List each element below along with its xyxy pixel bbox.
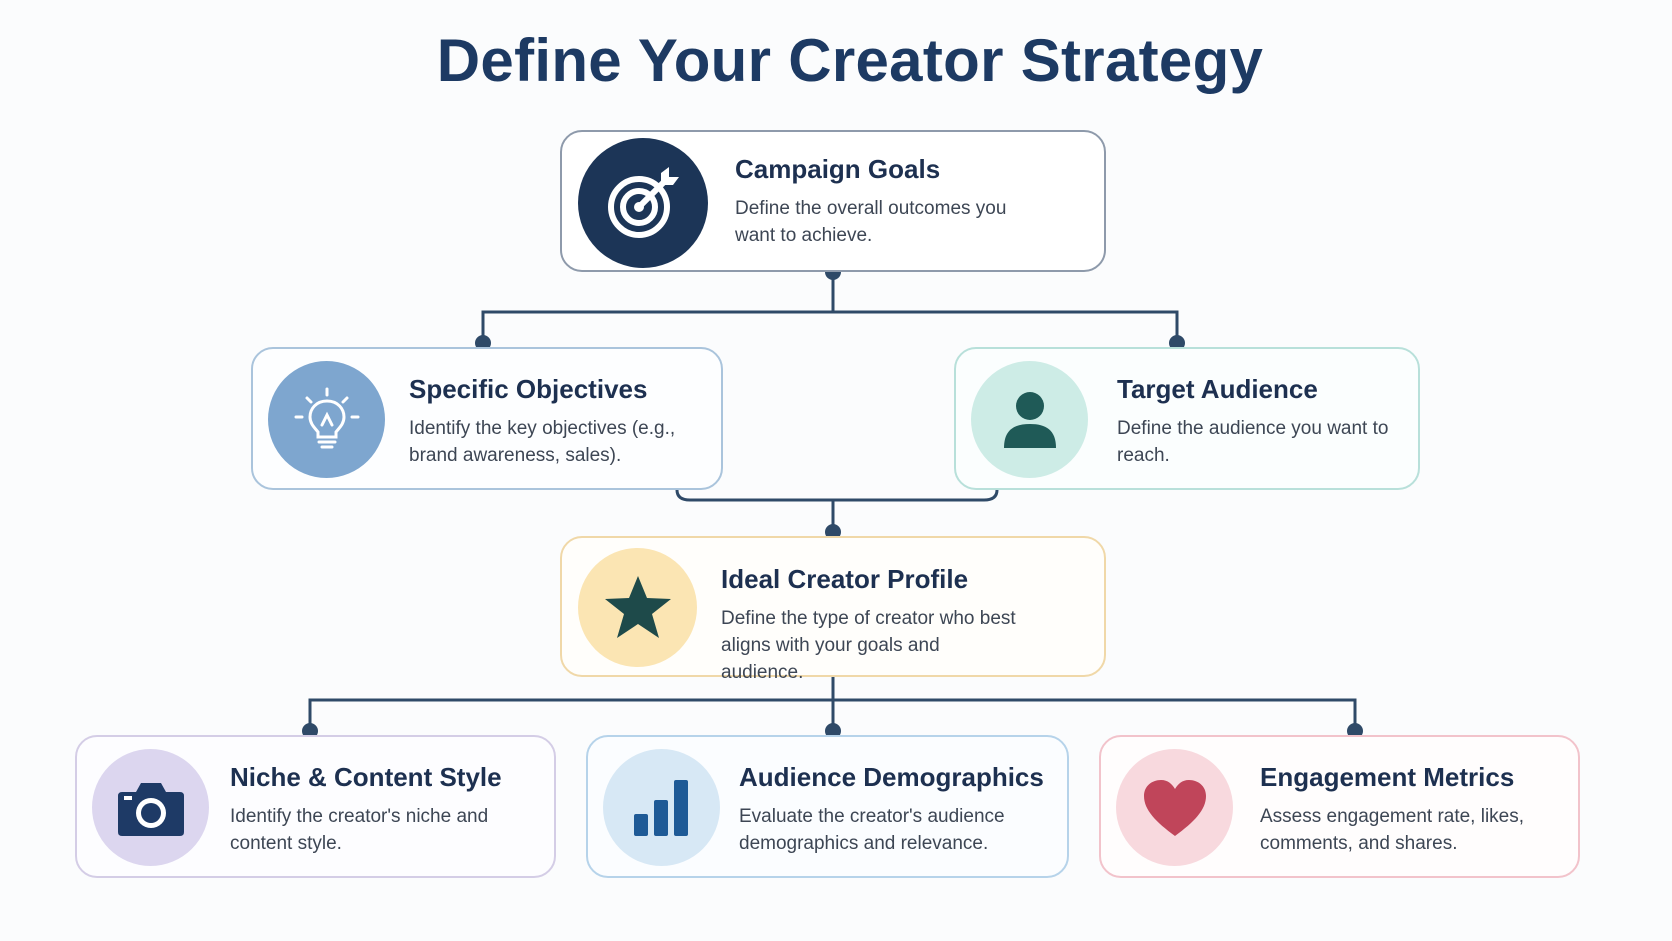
connector-merge	[675, 489, 999, 502]
card-description: Assess engagement rate, likes, comments,…	[1260, 806, 1525, 854]
card-description: Identify the creator's niche and content…	[230, 806, 489, 854]
card-title: Campaign Goals	[735, 154, 941, 184]
lightbulb-icon	[268, 361, 385, 478]
target-audience-card: Target Audience Define the audience you …	[954, 347, 1420, 490]
ideal-creator-profile-card: Ideal Creator Profile Define the type of…	[560, 536, 1106, 683]
heart-icon	[1116, 749, 1233, 866]
target-icon	[578, 138, 708, 268]
card-description: Define the overall outcomes you want to …	[735, 198, 1007, 246]
star-icon	[578, 548, 697, 667]
camera-icon	[92, 749, 209, 866]
campaign-goals-card: Campaign Goals Define the overall outcom…	[560, 130, 1106, 272]
card-description: Identify the key objectives (e.g., brand…	[409, 418, 676, 466]
engagement-metrics-card: Engagement Metrics Assess engagement rat…	[1099, 735, 1580, 878]
card-description: Define the audience you want to reach.	[1117, 418, 1389, 466]
audience-demographics-card: Audience Demographics Evaluate the creat…	[586, 735, 1069, 878]
card-title: Engagement Metrics	[1260, 762, 1515, 792]
card-title: Target Audience	[1117, 374, 1318, 404]
person-icon	[971, 361, 1088, 478]
card-description: Evaluate the creator's audience demograp…	[739, 806, 1005, 854]
niche-content-style-card: Niche & Content Style Identify the creat…	[75, 735, 556, 878]
card-title: Ideal Creator Profile	[721, 564, 969, 594]
page-title: Define Your Creator Strategy	[436, 27, 1264, 94]
card-title: Niche & Content Style	[230, 762, 502, 792]
specific-objectives-card: Specific Objectives Identify the key obj…	[251, 347, 723, 490]
card-title: Specific Objectives	[409, 374, 648, 404]
connector-goals-branch	[481, 310, 1179, 343]
bar-chart-icon	[603, 749, 720, 866]
card-description: Define the type of creator who best alig…	[721, 608, 1016, 683]
card-title: Audience Demographics	[739, 762, 1044, 792]
